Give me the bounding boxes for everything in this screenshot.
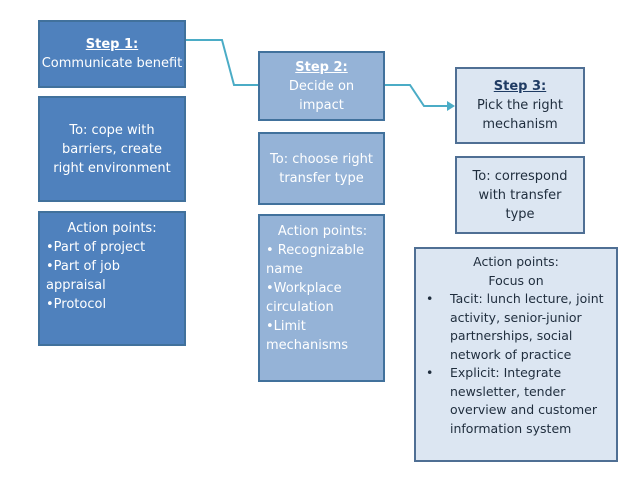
list-item: •Part of job appraisal — [46, 259, 120, 293]
step3-text: Pick the right mechanism — [477, 98, 563, 132]
step1-title: Step 1: — [85, 37, 139, 52]
step1-text: Communicate benefit — [41, 56, 183, 71]
step3-action-list: • Tacit: lunch lecture, joint activity, … — [422, 290, 610, 438]
step3-goal-text: To: correspond with transfer type — [472, 168, 568, 222]
step2-action-title: Action points: — [277, 224, 368, 239]
step2-goal-text: To: choose right transfer type — [270, 151, 373, 186]
arrow-step2-to-step3 — [385, 84, 447, 107]
list-item: •Workplace circulation — [266, 281, 342, 315]
step2-action-list: • Recognizable name •Workplace circulati… — [266, 241, 379, 355]
step3-action-title: Action points: — [473, 254, 559, 269]
step2-action-box: Action points: • Recognizable name •Work… — [258, 214, 385, 382]
arrowhead-step3 — [447, 101, 455, 111]
step2-goal-box: To: choose right transfer type — [258, 132, 385, 205]
bullet: • — [426, 365, 434, 380]
list-item: •Part of project — [46, 240, 146, 255]
bullet: • — [426, 291, 434, 306]
step1-goal-box: To: cope with barriers, create right env… — [38, 96, 186, 202]
step3-focus-label: Focus on — [488, 272, 544, 288]
list-item-text: Tacit: lunch lecture, joint activity, se… — [450, 291, 604, 362]
arrow-step1-to-step2 — [186, 39, 258, 86]
step1-action-list: •Part of project •Part of job appraisal … — [46, 238, 178, 314]
list-item: •Protocol — [46, 297, 107, 312]
step1-goal-text: To: cope with barriers, create right env… — [53, 122, 171, 176]
step3-title: Step 3: — [493, 79, 547, 94]
list-item: • Explicit: Integrate newsletter, tender… — [422, 364, 610, 438]
step3-action-box: Action points: Focus on • Tacit: lunch l… — [414, 247, 618, 462]
step2-text: Decide on impact — [288, 78, 355, 113]
step1-box: Step 1: Communicate benefit — [38, 20, 186, 88]
step2-title: Step 2: — [295, 59, 348, 75]
list-item: •Limit mechanisms — [266, 319, 349, 353]
list-item: • Tacit: lunch lecture, joint activity, … — [422, 290, 610, 364]
step1-action-title: Action points: — [67, 221, 157, 236]
step3-box: Step 3: Pick the right mechanism — [455, 67, 585, 144]
list-item-text: Explicit: Integrate newsletter, tender o… — [450, 365, 597, 436]
step2-box: Step 2: Decide on impact — [258, 51, 385, 121]
step3-goal-box: To: correspond with transfer type — [455, 156, 585, 234]
list-item: • Recognizable name — [266, 243, 365, 277]
step1-action-box: Action points: •Part of project •Part of… — [38, 211, 186, 346]
